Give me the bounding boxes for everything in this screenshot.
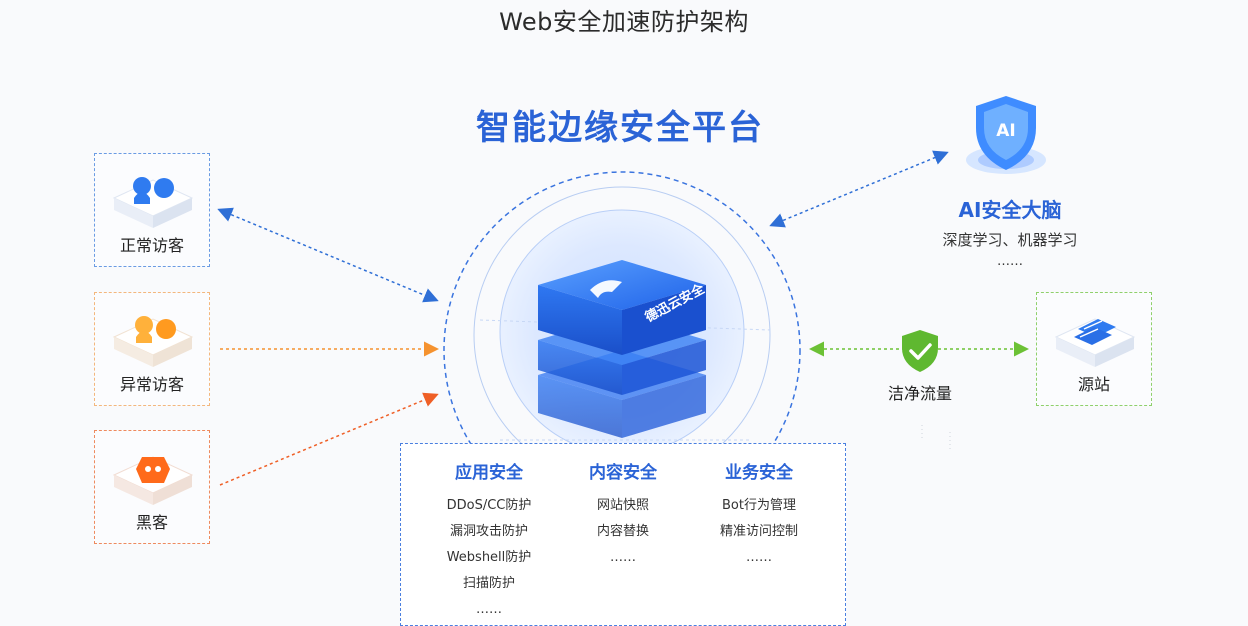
abnormal-visitor-node: 异常访客: [94, 292, 210, 406]
features-panel: 应用安全 DDoS/CC防护 漏洞攻击防护 Webshell防护 扫描防护 ………: [400, 443, 846, 626]
shield-check-icon: [902, 330, 938, 372]
normal-visitor-label: 正常访客: [119, 236, 184, 255]
clean-traffic-label: 洁净流量: [887, 384, 952, 403]
feature-item: 内容替换: [596, 524, 649, 539]
server-icon: [1054, 318, 1136, 367]
feature-column-content-security: 内容安全 网站快照 内容替换 ……: [553, 458, 693, 571]
feature-item: ……: [746, 550, 772, 565]
page-title: Web安全加速防护架构: [499, 8, 749, 36]
normal-visitor-line: [217, 207, 439, 303]
platform-title: 智能边缘安全平台: [476, 108, 764, 148]
normal-visitor-node: 正常访客: [94, 153, 210, 267]
hacker-node: 黑客: [94, 430, 210, 544]
feature-column-title: 应用安全: [455, 463, 523, 483]
ai-brain-line: [769, 150, 949, 228]
feature-item: 漏洞攻击防护: [449, 524, 528, 539]
feature-item: Bot行为管理: [722, 498, 796, 513]
feature-column-app-security: 应用安全 DDoS/CC防护 漏洞攻击防护 Webshell防护 扫描防护 ……: [419, 458, 559, 623]
core-cube-icon: [538, 260, 706, 438]
feature-item: DDoS/CC防护: [446, 498, 532, 513]
feature-column-business-security: 业务安全 Bot行为管理 精准访问控制 ……: [689, 458, 829, 571]
feature-item: 精准访问控制: [719, 524, 798, 539]
hacker-line: [219, 392, 439, 486]
abnormal-user-icon: [112, 316, 194, 367]
origin-label: 源站: [1077, 375, 1110, 394]
hacker-icon: [112, 456, 194, 505]
feature-item: 网站快照: [596, 498, 649, 513]
feature-item: 扫描防护: [462, 576, 515, 591]
ai-brain-title: AI安全大脑: [958, 198, 1062, 222]
user-icon: [112, 177, 194, 228]
abnormal-visitor-label: 异常访客: [119, 375, 184, 394]
feature-item: ……: [476, 602, 502, 617]
feature-column-title: 业务安全: [725, 463, 793, 483]
ai-brain-more: ……: [997, 254, 1023, 269]
origin-node: 源站: [1036, 292, 1152, 406]
ai-shield-icon: [966, 96, 1046, 174]
feature-item: ……: [610, 550, 636, 565]
ai-brain-subtitle: 深度学习、机器学习: [942, 231, 1078, 249]
feature-item: Webshell防护: [446, 550, 532, 565]
hacker-label: 黑客: [135, 513, 168, 532]
ai-icon-text: AI: [996, 121, 1015, 141]
feature-column-title: 内容安全: [589, 463, 657, 483]
